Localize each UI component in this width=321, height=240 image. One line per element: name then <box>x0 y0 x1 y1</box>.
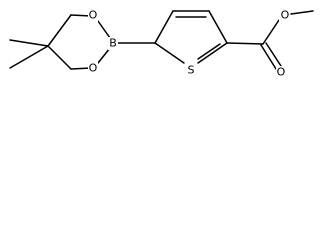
bond-methyl-2 <box>9 45 49 69</box>
bond-s-c2 <box>154 42 185 64</box>
bond-c5-carbonyl-c <box>226 42 264 45</box>
bond-lines <box>9 10 314 70</box>
bond-cq-c-upper <box>47 14 72 47</box>
atom-o-carbonyl-label: O <box>277 66 286 79</box>
atom-o-upper-label: O <box>89 9 98 22</box>
bond-co-double-2 <box>265 42 282 67</box>
structure-diagram: O B O S O O <box>9 9 314 79</box>
atom-o-carbonyl: O <box>276 66 287 79</box>
bond-c5-s-inner <box>197 43 221 60</box>
bond-c2-c3 <box>154 10 174 44</box>
molecule-canvas: O B O S O O <box>9 9 314 79</box>
atom-b-label: B <box>109 37 117 50</box>
atom-o-ether: O <box>279 9 290 22</box>
bond-c-cq-lower <box>47 45 72 70</box>
bond-b-o-lower <box>97 47 111 64</box>
atom-o-ether-label: O <box>281 9 290 22</box>
bond-o-c-lower <box>70 67 92 70</box>
bond-c5-s <box>197 42 228 64</box>
atom-o-upper: O <box>88 9 98 22</box>
atom-s: S <box>185 63 196 77</box>
atom-o-lower-label: O <box>89 62 98 75</box>
atom-b: B <box>108 37 118 50</box>
bond-o-methyl <box>290 10 314 15</box>
bond-co-double-1 <box>260 44 277 70</box>
bond-c4-c5 <box>208 10 228 44</box>
atom-labels: O B O S O O <box>88 9 290 79</box>
atom-s-label: S <box>188 64 195 77</box>
bond-methyl-1 <box>9 39 49 47</box>
bond-carbonyl-c-ether-o <box>262 19 280 45</box>
atom-o-lower: O <box>88 62 98 75</box>
bond-c-o-upper <box>70 14 92 17</box>
bond-o-b-upper <box>97 20 111 39</box>
